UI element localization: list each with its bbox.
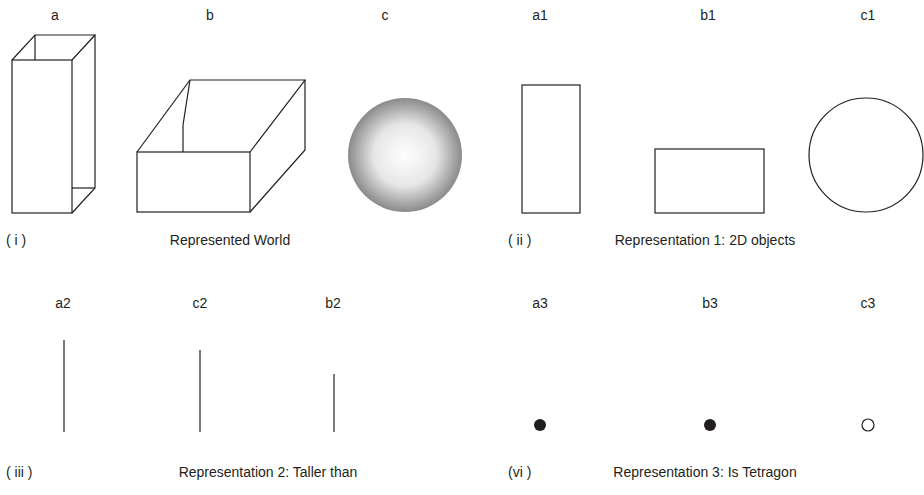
object-label: a (51, 7, 59, 23)
panel-title: Representation 3: Is Tetragon (613, 464, 796, 480)
object-label: b1 (700, 7, 716, 23)
panel-number: ( i ) (6, 232, 26, 248)
wide-rectangle (655, 149, 764, 213)
panel-number: ( ii ) (508, 232, 531, 248)
filled-dot (534, 419, 546, 431)
object-label: a1 (532, 7, 548, 23)
panel-title: Representation 2: Taller than (179, 464, 358, 480)
object-label: b (206, 7, 214, 23)
object-label: c2 (193, 295, 208, 311)
circle (809, 98, 923, 212)
panel-title: Representation 1: 2D objects (615, 232, 796, 248)
object-label: b3 (702, 295, 718, 311)
panel-number: ( iii ) (6, 464, 32, 480)
object-label: a3 (532, 295, 548, 311)
object-label: c1 (861, 7, 876, 23)
object-label: c (382, 7, 389, 23)
height-line (199, 350, 200, 432)
tall-box (12, 35, 95, 213)
height-line (63, 340, 64, 432)
flat-box (137, 80, 305, 212)
height-line (333, 374, 334, 432)
panel-title: Represented World (170, 232, 290, 248)
tall-rectangle (522, 85, 580, 213)
object-label: b2 (325, 295, 341, 311)
open-dot (862, 419, 874, 431)
object-label: c3 (861, 295, 876, 311)
filled-dot (704, 419, 716, 431)
sphere (348, 98, 462, 212)
panel-number: (vi ) (508, 464, 531, 480)
object-label: a2 (55, 295, 71, 311)
